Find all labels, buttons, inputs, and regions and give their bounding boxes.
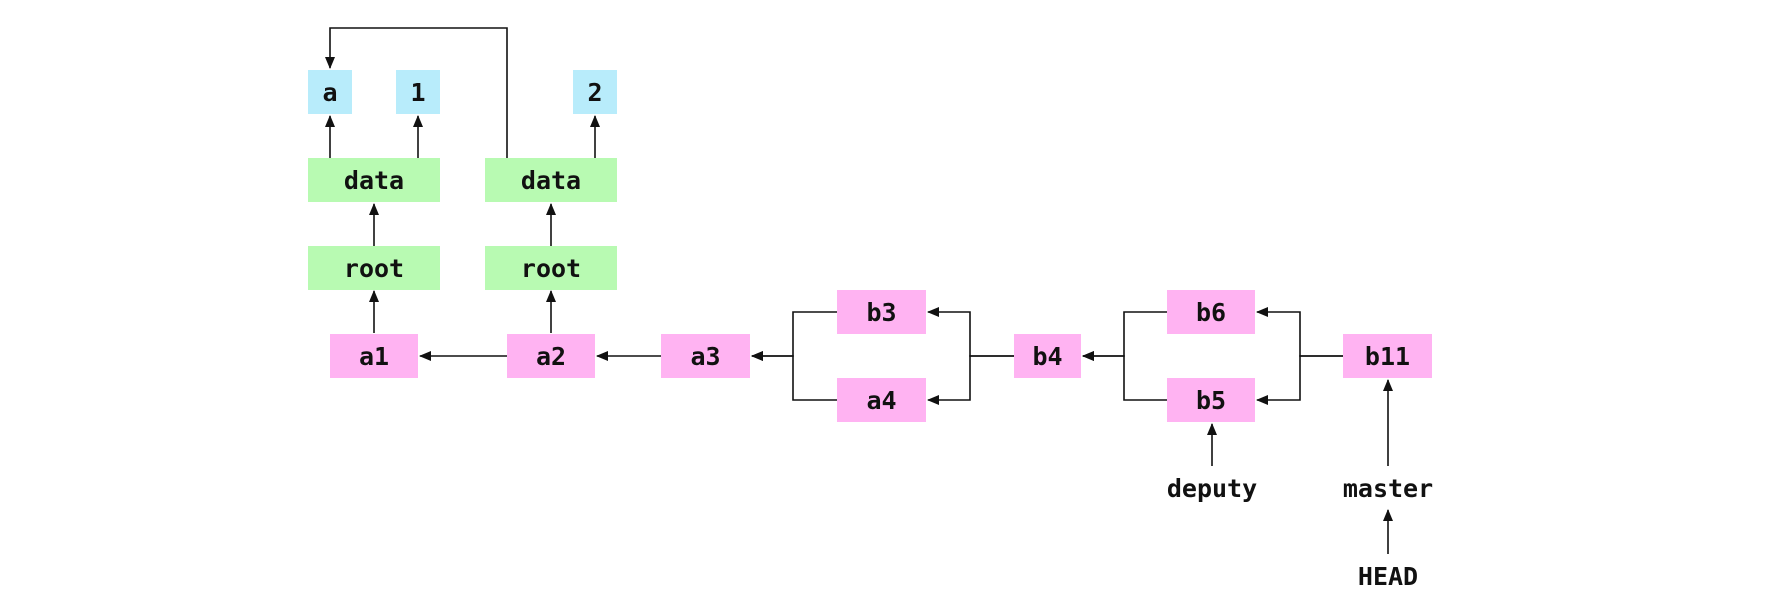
ref-label-master: master — [1342, 473, 1434, 503]
commit-node-b5: b5 — [1167, 378, 1255, 422]
commit-node-b4: b4 — [1014, 334, 1081, 378]
edge-b4-to-b3 — [927, 307, 1014, 357]
tree-node-root-2: root — [485, 246, 617, 290]
commit-node-b11: b11 — [1343, 334, 1432, 378]
edge-b11-to-b5 — [1256, 355, 1343, 405]
edge-a4-to-a3 — [751, 351, 837, 401]
tree-node-root-1: root — [308, 246, 440, 290]
tree-node-data-2: data — [485, 158, 617, 202]
blob-node-1: 1 — [396, 70, 440, 114]
commit-node-a4: a4 — [837, 378, 926, 422]
edge-b6-to-b4 — [1082, 311, 1167, 361]
edge-b5-to-b4 — [1082, 351, 1167, 401]
edge-data2-to-blob-a — [325, 27, 508, 158]
commit-node-a3: a3 — [661, 334, 750, 378]
edge-b3-to-a3 — [751, 311, 837, 361]
blob-node-a: a — [308, 70, 352, 114]
commit-node-a1: a1 — [330, 334, 418, 378]
edge-b4-to-a4 — [927, 355, 1014, 405]
commit-node-b6: b6 — [1167, 290, 1255, 334]
edge-b11-to-b6 — [1256, 307, 1343, 357]
ref-label-deputy: deputy — [1166, 473, 1258, 503]
ref-label-head: HEAD — [1357, 561, 1419, 591]
commit-node-b3: b3 — [837, 290, 926, 334]
commit-node-a2: a2 — [507, 334, 595, 378]
tree-node-data-1: data — [308, 158, 440, 202]
blob-node-2: 2 — [573, 70, 617, 114]
